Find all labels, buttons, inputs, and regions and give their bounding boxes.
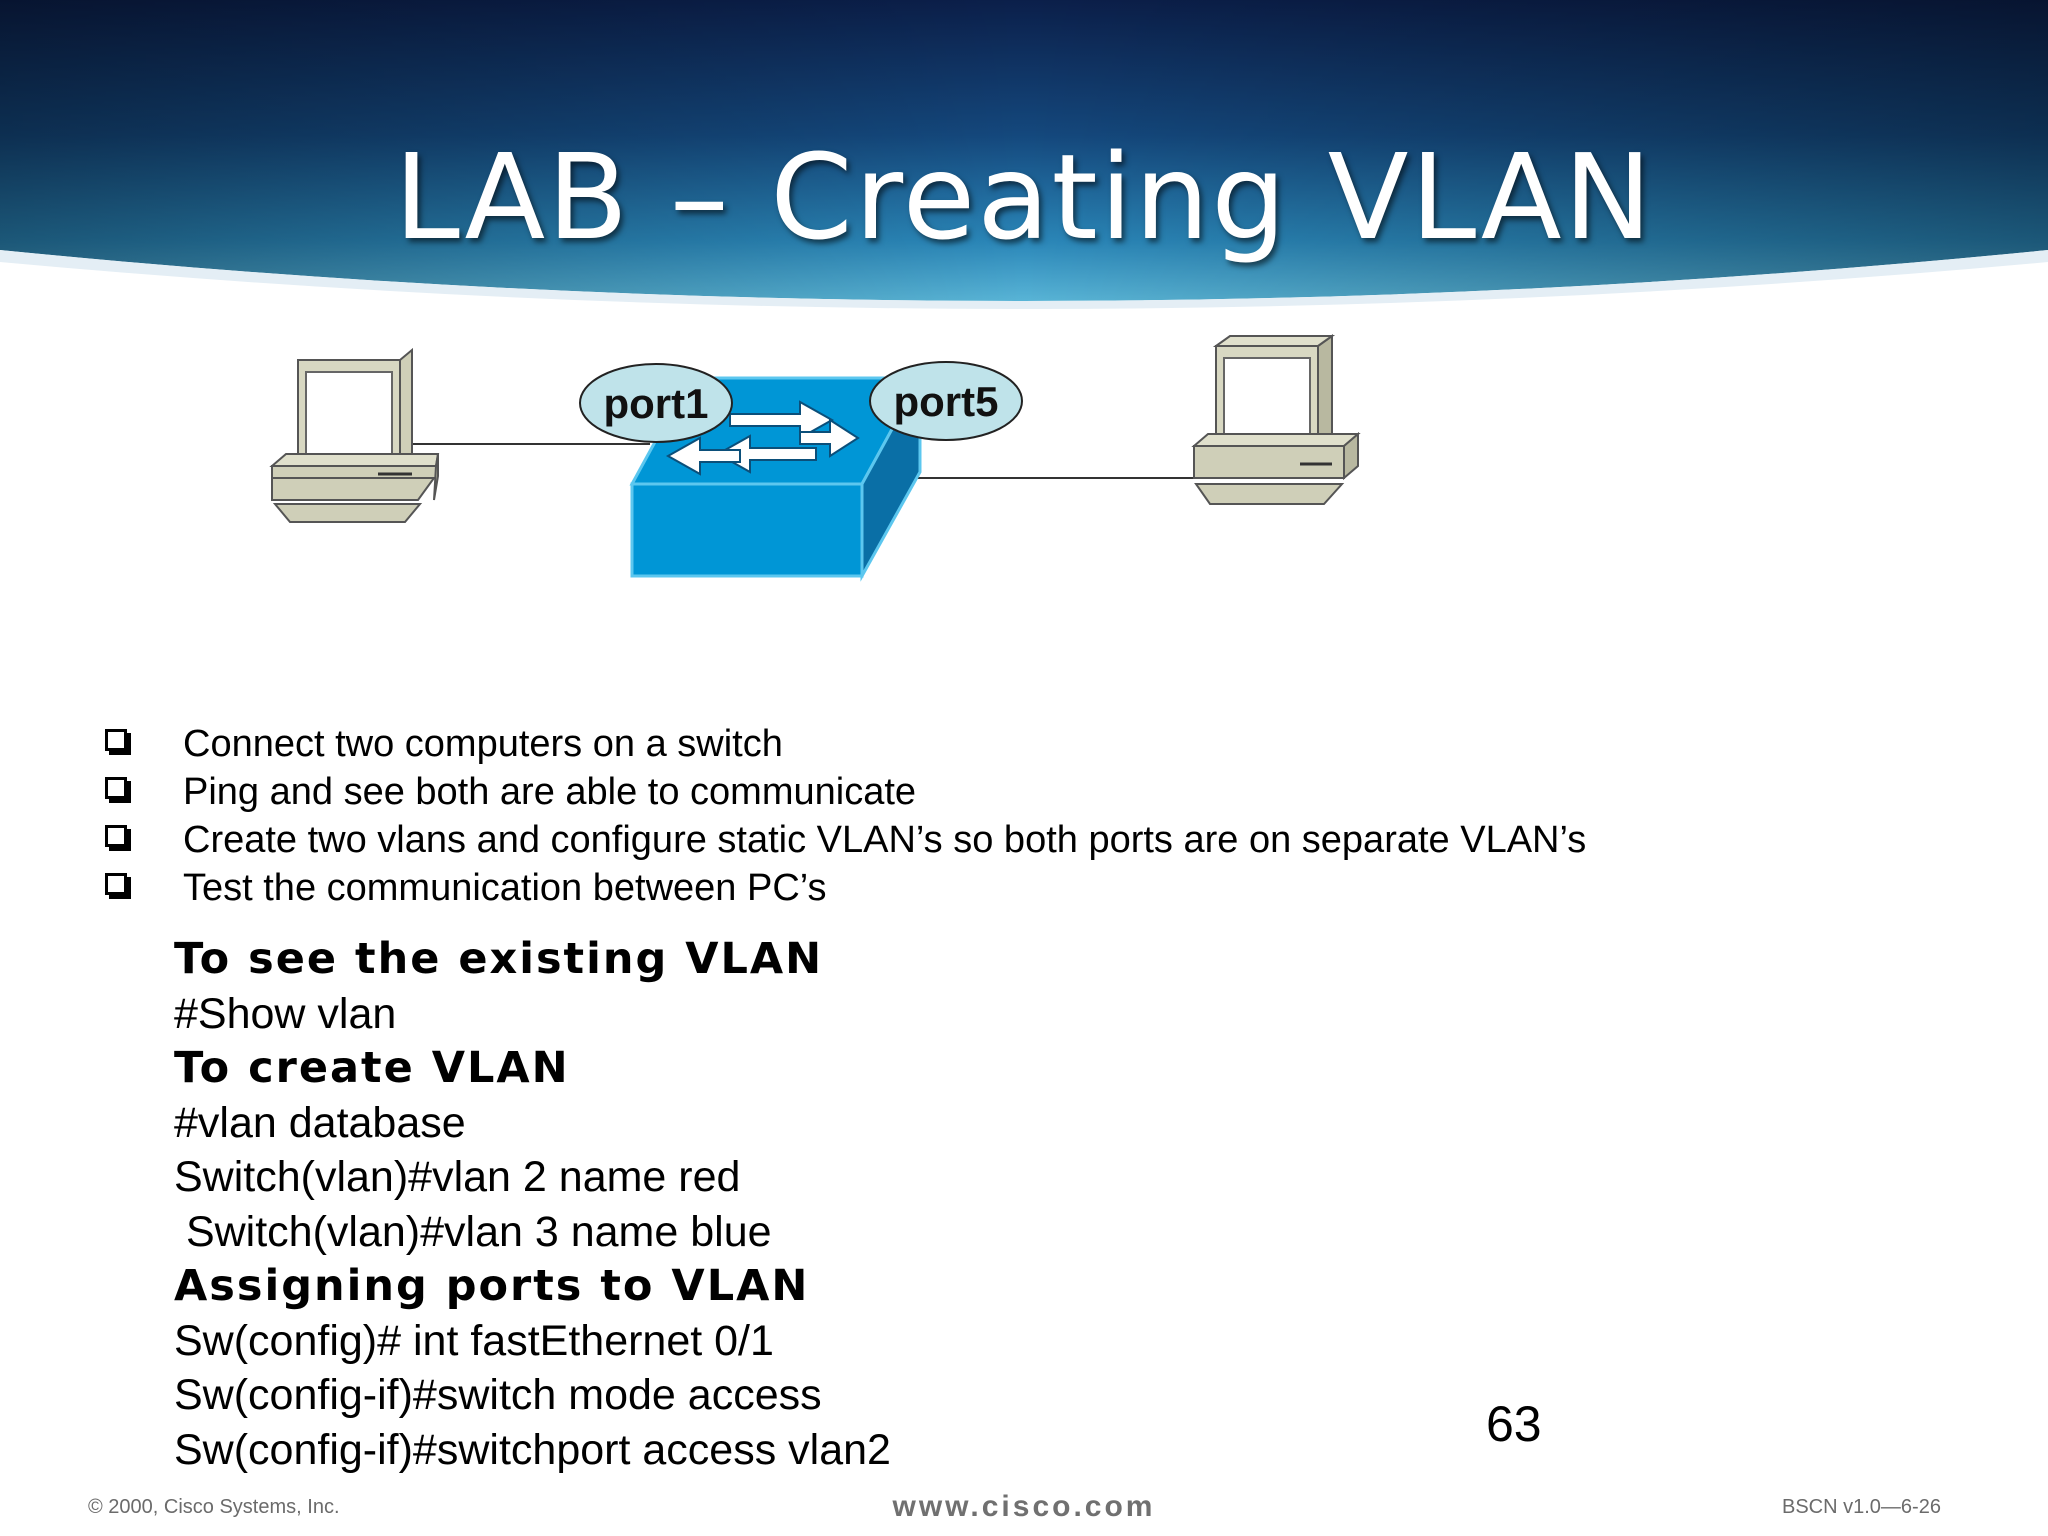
- section-heading: To see the existing VLAN: [174, 934, 824, 984]
- command-line: Switch(vlan)#vlan 2 name red: [174, 1153, 741, 1201]
- command-line: Sw(config-if)#switch mode access: [174, 1371, 822, 1419]
- list-item: Create two vlans and configure static VL…: [105, 816, 1586, 864]
- list-item: Connect two computers on a switch: [105, 720, 1586, 768]
- checkbox-bullet-icon: [105, 873, 127, 895]
- command-line: Sw(config)# int fastEthernet 0/1: [174, 1316, 774, 1365]
- checkbox-bullet-icon: [105, 777, 127, 799]
- computer-right-icon: [1191, 334, 1361, 505]
- list-item: Ping and see both are able to communicat…: [105, 768, 1586, 816]
- checkbox-bullet-icon: [105, 825, 127, 847]
- port5-badge: port5: [869, 361, 1023, 441]
- command-line: Switch(vlan)#vlan 3 name blue: [174, 1207, 772, 1256]
- list-item-text: Create two vlans and configure static VL…: [183, 818, 1587, 861]
- list-item: Test the communication between PC’s: [105, 864, 1586, 912]
- command-line: #Show vlan: [174, 989, 397, 1038]
- computer-left-icon: [269, 347, 440, 523]
- section-heading: Assigning ports to VLAN: [174, 1261, 810, 1311]
- header-banner: [0, 0, 2048, 309]
- slide-title: LAB – Creating VLAN: [394, 128, 1654, 266]
- list-item-text: Ping and see both are able to communicat…: [183, 770, 917, 813]
- section-heading: To create VLAN: [174, 1043, 570, 1093]
- port1-label: port1: [604, 380, 709, 427]
- network-diagram: port1 port5: [269, 334, 1361, 582]
- command-line: #vlan database: [174, 1098, 466, 1147]
- port1-badge: port1: [579, 363, 733, 443]
- list-item-text: Test the communication between PC’s: [183, 866, 827, 909]
- port5-label: port5: [894, 378, 999, 425]
- page-number: 63: [1486, 1396, 1542, 1452]
- command-line: Sw(config-if)#switchport access vlan2: [174, 1425, 891, 1474]
- command-block: To see the existing VLAN #Show vlan To c…: [174, 932, 891, 1477]
- task-list: Connect two computers on a switch Ping a…: [105, 720, 1586, 912]
- footer-course-code: BSCN v1.0—6-26: [1782, 1496, 1941, 1518]
- footer-copyright: © 2000, Cisco Systems, Inc.: [88, 1496, 340, 1518]
- footer-website: www.cisco.com: [892, 1490, 1156, 1523]
- checkbox-bullet-icon: [105, 729, 127, 751]
- list-item-text: Connect two computers on a switch: [183, 722, 783, 765]
